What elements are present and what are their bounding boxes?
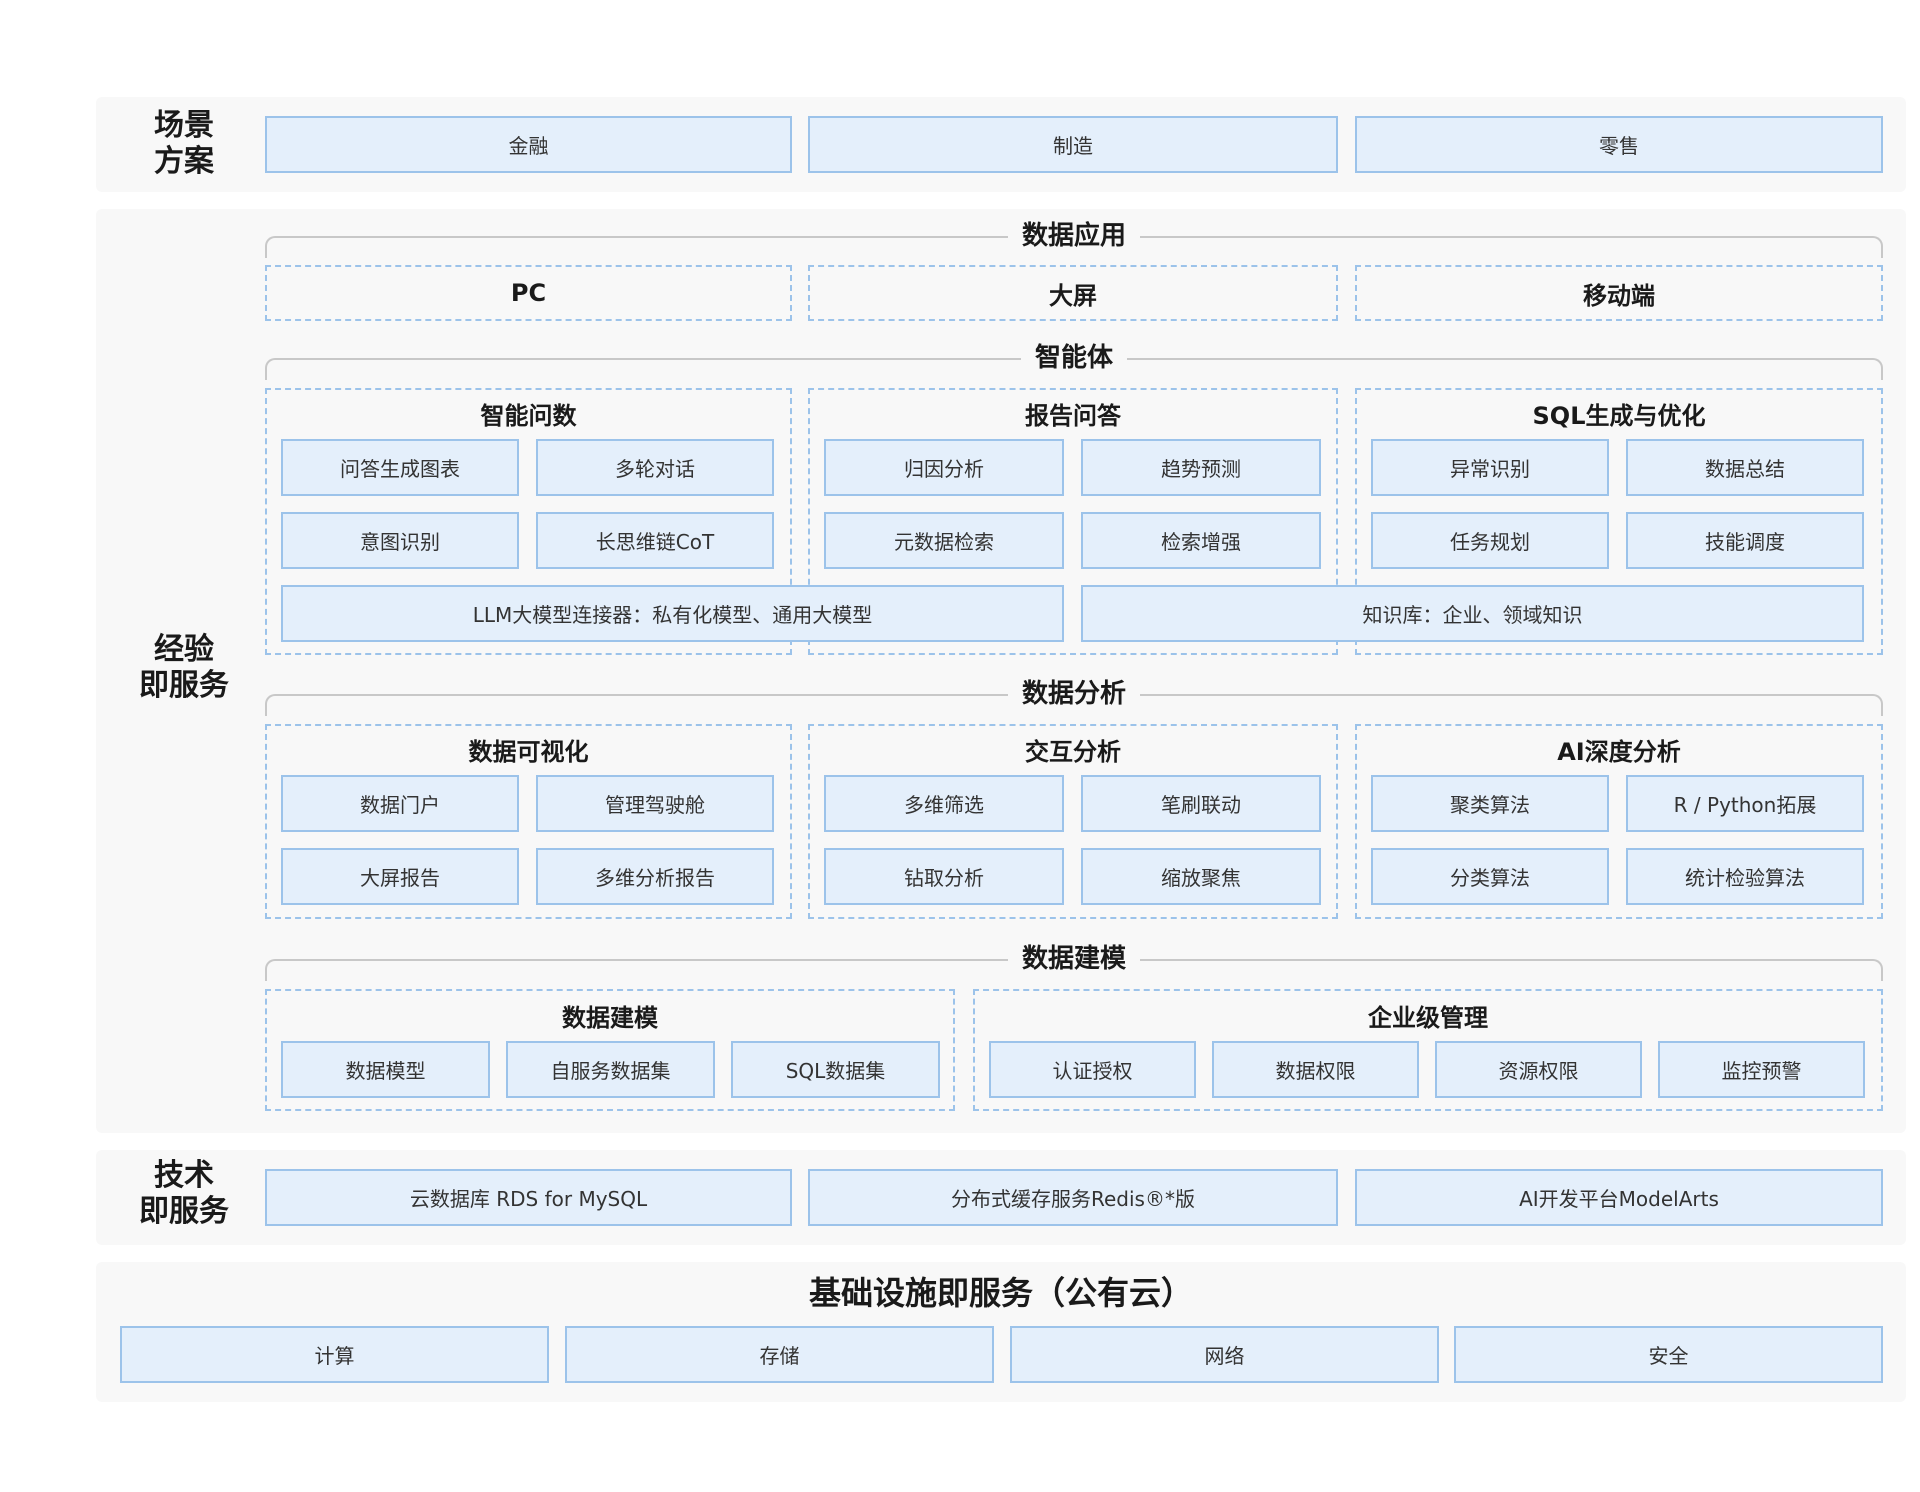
tech-item-modelarts: AI开发平台ModelArts bbox=[1355, 1169, 1883, 1226]
modeling-group-enterprise bbox=[973, 989, 1883, 1111]
analysis-item: 管理驾驶舱 bbox=[536, 775, 774, 832]
scenario-item-retail: 零售 bbox=[1355, 116, 1883, 173]
llm-connector: LLM大模型连接器：私有化模型、通用大模型 bbox=[281, 585, 1064, 642]
analysis-item: 笔刷联动 bbox=[1081, 775, 1321, 832]
agent-bracket: 智能体 bbox=[265, 340, 1883, 380]
knowledge-base: 知识库：企业、领域知识 bbox=[1081, 585, 1864, 642]
analysis-item: 统计检验算法 bbox=[1626, 848, 1864, 905]
tech-item-rds: 云数据库 RDS for MySQL bbox=[265, 1169, 792, 1226]
agent-item: 任务规划 bbox=[1371, 512, 1609, 569]
platform-big-screen: 大屏 bbox=[808, 265, 1338, 321]
agent-item: 问答生成图表 bbox=[281, 439, 519, 496]
analysis-group-title: 数据可视化 bbox=[468, 738, 589, 766]
agent-item: 元数据检索 bbox=[824, 512, 1064, 569]
modeling-item: 监控预警 bbox=[1658, 1041, 1865, 1098]
tech-label: 技术 即服务 bbox=[139, 1158, 229, 1229]
agent-item: 异常识别 bbox=[1371, 439, 1609, 496]
iaas-title: 基础设施即服务（公有云） bbox=[808, 1274, 1193, 1312]
analysis-bracket: 数据分析 bbox=[265, 676, 1883, 716]
modeling-item: SQL数据集 bbox=[731, 1041, 940, 1098]
agent-item: 技能调度 bbox=[1626, 512, 1864, 569]
agent-item: 检索增强 bbox=[1081, 512, 1321, 569]
data-app-title: 数据应用 bbox=[1007, 218, 1141, 254]
iaas-item-storage: 存储 bbox=[565, 1326, 994, 1383]
modeling-title: 数据建模 bbox=[1007, 941, 1141, 977]
analysis-item: 数据门户 bbox=[281, 775, 519, 832]
agent-group-title: 报告问答 bbox=[1025, 402, 1121, 430]
scenario-item-finance: 金融 bbox=[265, 116, 792, 173]
iaas-item-network: 网络 bbox=[1010, 1326, 1439, 1383]
scenario-label: 场景 方案 bbox=[154, 108, 214, 179]
platform-pc: PC bbox=[265, 265, 792, 321]
agent-group-sql bbox=[1355, 388, 1883, 655]
modeling-group-title: 企业级管理 bbox=[1368, 1004, 1488, 1032]
analysis-item: 聚类算法 bbox=[1371, 775, 1609, 832]
analysis-group-visualization bbox=[265, 724, 792, 919]
analysis-group-title: 交互分析 bbox=[1025, 738, 1121, 766]
agent-group-title: SQL生成与优化 bbox=[1532, 402, 1706, 430]
analysis-item: 钻取分析 bbox=[824, 848, 1064, 905]
analysis-item: 缩放聚焦 bbox=[1081, 848, 1321, 905]
agent-item: 趋势预测 bbox=[1081, 439, 1321, 496]
data-app-bracket: 数据应用 bbox=[265, 218, 1883, 258]
analysis-group-ai bbox=[1355, 724, 1883, 919]
modeling-bracket: 数据建模 bbox=[265, 941, 1883, 981]
analysis-item: 分类算法 bbox=[1371, 848, 1609, 905]
analysis-title: 数据分析 bbox=[1007, 676, 1141, 712]
agent-title: 智能体 bbox=[1020, 340, 1128, 376]
iaas-item-compute: 计算 bbox=[120, 1326, 549, 1383]
analysis-group-interactive bbox=[808, 724, 1338, 919]
agent-group-smart-qa bbox=[265, 388, 792, 655]
analysis-item: 多维筛选 bbox=[824, 775, 1064, 832]
tech-item-redis: 分布式缓存服务Redis®*版 bbox=[808, 1169, 1338, 1226]
iaas-item-security: 安全 bbox=[1454, 1326, 1883, 1383]
modeling-item: 数据权限 bbox=[1212, 1041, 1419, 1098]
agent-item: 多轮对话 bbox=[536, 439, 774, 496]
agent-item: 归因分析 bbox=[824, 439, 1064, 496]
agent-group-report-qa bbox=[808, 388, 1338, 655]
agent-item: 长思维链CoT bbox=[536, 512, 774, 569]
experience-layer bbox=[96, 209, 1906, 1133]
modeling-group-title: 数据建模 bbox=[562, 1004, 658, 1032]
modeling-item: 数据模型 bbox=[281, 1041, 490, 1098]
agent-group-title: 智能问数 bbox=[480, 402, 577, 430]
analysis-item: 大屏报告 bbox=[281, 848, 519, 905]
agent-item: 数据总结 bbox=[1626, 439, 1864, 496]
modeling-item: 资源权限 bbox=[1435, 1041, 1642, 1098]
experience-label: 经验 即服务 bbox=[139, 632, 229, 703]
analysis-item: 多维分析报告 bbox=[536, 848, 774, 905]
analysis-item: R / Python拓展 bbox=[1626, 775, 1864, 832]
platform-mobile: 移动端 bbox=[1355, 265, 1883, 321]
agent-item: 意图识别 bbox=[281, 512, 519, 569]
modeling-item: 自服务数据集 bbox=[506, 1041, 715, 1098]
modeling-group-data bbox=[265, 989, 955, 1111]
modeling-item: 认证授权 bbox=[989, 1041, 1196, 1098]
analysis-group-title: AI深度分析 bbox=[1557, 738, 1681, 766]
scenario-item-manufacturing: 制造 bbox=[808, 116, 1338, 173]
